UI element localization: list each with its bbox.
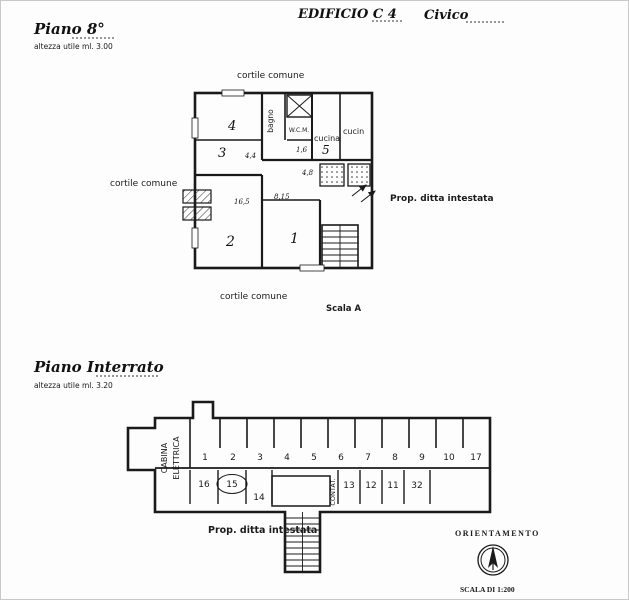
room-number-1: 1: [290, 231, 299, 247]
dim-16-5: 16,5: [234, 198, 250, 206]
stall-number-16: 16: [198, 480, 210, 490]
room-number-2: 2: [225, 234, 235, 250]
stall-number-17: 17: [470, 453, 481, 463]
stall-number-1: 1: [202, 453, 208, 463]
stall-number-7: 7: [365, 453, 371, 463]
basement-stairs: [285, 512, 320, 572]
basement-title: Piano Interrato: [33, 358, 164, 376]
stall-number-3: 3: [257, 453, 263, 463]
direction-arrow-2: [360, 190, 376, 203]
elevator-shaft: [286, 94, 313, 118]
label-elettrica: ELETTRICA: [172, 436, 181, 480]
basement-outer-wall: [126, 400, 492, 574]
stall-number-14: 14: [253, 493, 265, 503]
stall-number-2: 2: [230, 453, 236, 463]
stall-number-5: 5: [311, 453, 317, 463]
orientamento-label: ORIENTAMENTO: [455, 529, 540, 538]
basement-plan: CABINA ELETTRICA CONTAT. 1 2 3 4 5 6 7 8…: [126, 400, 492, 574]
contatori-room: [271, 475, 331, 507]
floor8-walls: [193, 91, 374, 270]
stall-number-13: 13: [343, 481, 354, 491]
floor8-plan: cortile comune cortile comune cortile co…: [110, 71, 494, 314]
label-cortile-comune-bottom: cortile comune: [220, 292, 288, 302]
basement-subtitle: altezza utile ml. 3.20: [34, 381, 113, 390]
stall-number-12: 12: [365, 481, 376, 491]
dim-4-4: 4,4: [244, 152, 256, 160]
window-openings: [191, 89, 325, 272]
hatched-slab-1: [182, 189, 212, 204]
stall-number-32: 32: [411, 481, 422, 491]
label-wc: W.C.M.: [289, 127, 309, 134]
orientation-block: ORIENTAMENTO SCALA DI 1:200: [455, 529, 540, 594]
label-contat: CONTAT.: [329, 478, 337, 505]
room-number-5: 5: [322, 143, 330, 157]
stall-number-10: 10: [443, 453, 455, 463]
label-prop-ditta-floor8: Prop. ditta intestata: [390, 194, 494, 204]
stall-15-oval-mark: [216, 473, 248, 495]
floor8-title: Piano 8°: [33, 20, 105, 38]
stairwell-scala-a: [321, 224, 359, 269]
top-stall-dividers: [219, 418, 464, 448]
balcony-hatched-1: [319, 163, 345, 187]
label-prop-ditta-basement: Prop. ditta intestata: [208, 525, 317, 536]
label-cortile-comune-left: cortile comune: [110, 179, 178, 189]
label-cucina-2: cucin: [343, 127, 364, 136]
floor8-title-block: Piano 8° altezza utile ml. 3.00: [33, 20, 114, 51]
floor8-subtitle: altezza utile ml. 3.00: [34, 42, 113, 51]
basement-title-block: Piano Interrato altezza utile ml. 3.20: [33, 358, 164, 390]
balcony-hatched-2: [347, 163, 371, 187]
civico-label: Civico: [424, 8, 469, 23]
dim-4-8: 4,8: [301, 169, 314, 177]
stall-number-4: 4: [284, 453, 290, 463]
stall-number-15: 15: [226, 480, 237, 490]
stall-number-11: 11: [387, 481, 398, 491]
hatched-slab-2: [182, 206, 212, 221]
stall-number-6: 6: [338, 453, 344, 463]
label-cortile-comune-top: cortile comune: [237, 71, 305, 81]
edificio-label: EDIFICIO C 4: [297, 7, 397, 22]
stall-number-8: 8: [392, 453, 398, 463]
compass-icon: [477, 544, 509, 576]
dim-8-15: 8,15: [274, 193, 290, 201]
room-number-3: 3: [218, 146, 226, 161]
stall-number-9: 9: [419, 453, 425, 463]
sheet-header: EDIFICIO C 4 Civico: [297, 7, 506, 23]
label-cabina: CABINA: [160, 442, 169, 473]
label-scala-a: Scala A: [326, 304, 362, 314]
direction-arrow-1: [351, 184, 367, 197]
label-bagno: bagno: [266, 109, 275, 133]
dim-1-6: 1,6: [296, 146, 308, 154]
room-number-4: 4: [227, 119, 236, 134]
label-cucina-1: cucina: [314, 134, 340, 143]
scale-label: SCALA DI 1:200: [460, 585, 515, 594]
